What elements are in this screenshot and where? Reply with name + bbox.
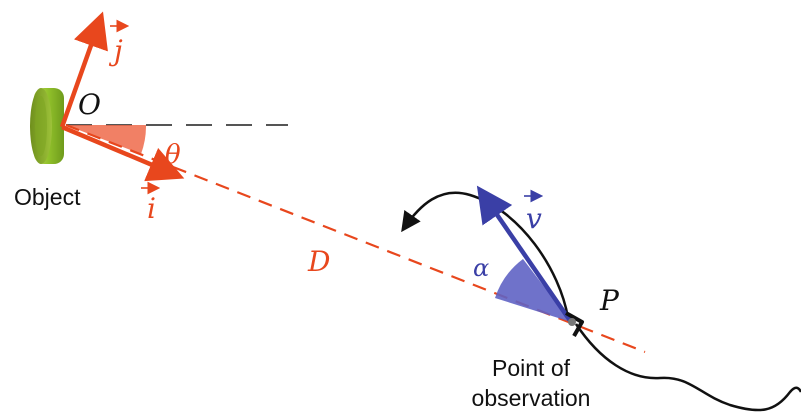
alpha-angle-wedge [495, 259, 571, 322]
object-cylinder [30, 88, 64, 164]
trajectory-tail [574, 323, 801, 412]
unit-vector-j-text: j [108, 34, 123, 67]
unit-vector-j-label: j [108, 19, 130, 67]
velocity-vector-arrow [476, 185, 573, 324]
unit-vector-j-arrow [59, 11, 108, 128]
distance-label: D [307, 245, 330, 278]
distance-line [65, 123, 646, 354]
velocity-label: v [524, 189, 544, 235]
unit-vector-i-arrow [61, 124, 185, 182]
alpha-label: α [473, 254, 489, 282]
observation-point-marker [565, 311, 584, 337]
theta-angle-wedge [66, 125, 147, 154]
point-caption-line2: observation [472, 385, 591, 411]
point-label: P [599, 284, 620, 317]
point-caption-line1: Point of [492, 355, 571, 381]
origin-label: O [78, 88, 101, 121]
theta-label: θ [165, 140, 181, 170]
velocity-text: v [526, 202, 542, 235]
unit-vector-i-text: i [147, 192, 156, 225]
object-label: Object [14, 184, 81, 210]
unit-vector-i-label: i [141, 181, 161, 225]
